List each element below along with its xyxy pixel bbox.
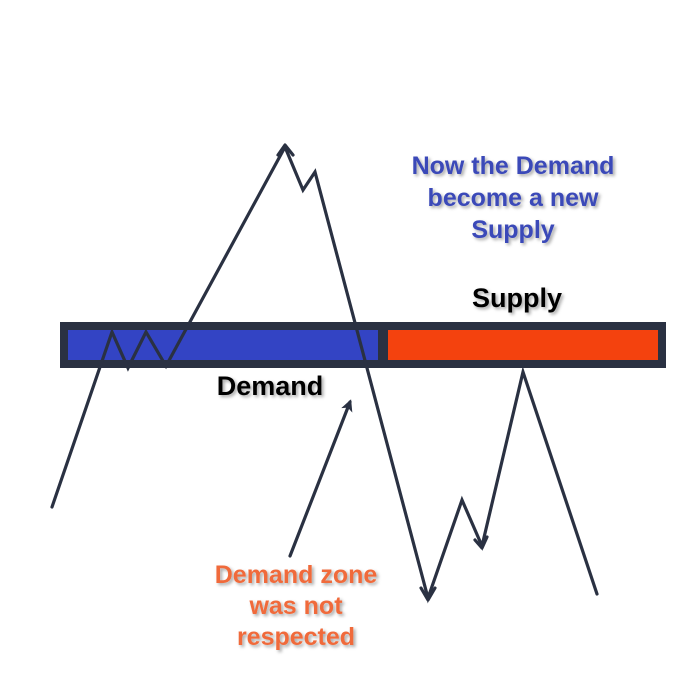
price-tip-marker [419, 586, 437, 602]
demand-zone [68, 330, 378, 360]
price-tip-marker [276, 143, 295, 157]
supply-label: Supply [472, 283, 562, 313]
note-text-line-2: become a new [428, 184, 599, 212]
supply-zone [388, 330, 658, 360]
price-line [50, 143, 599, 604]
pointer-arrow [288, 399, 353, 558]
note-text-line-1: Now the Demand [412, 152, 615, 180]
warning-text-line-1: Demand zone [215, 561, 378, 589]
warning-text-line-3: respected [237, 623, 355, 651]
price-tip-marker [473, 535, 489, 550]
demand-label: Demand [217, 371, 324, 401]
note-text-line-3: Supply [471, 216, 554, 244]
warning-text-line-2: was not [248, 592, 343, 620]
